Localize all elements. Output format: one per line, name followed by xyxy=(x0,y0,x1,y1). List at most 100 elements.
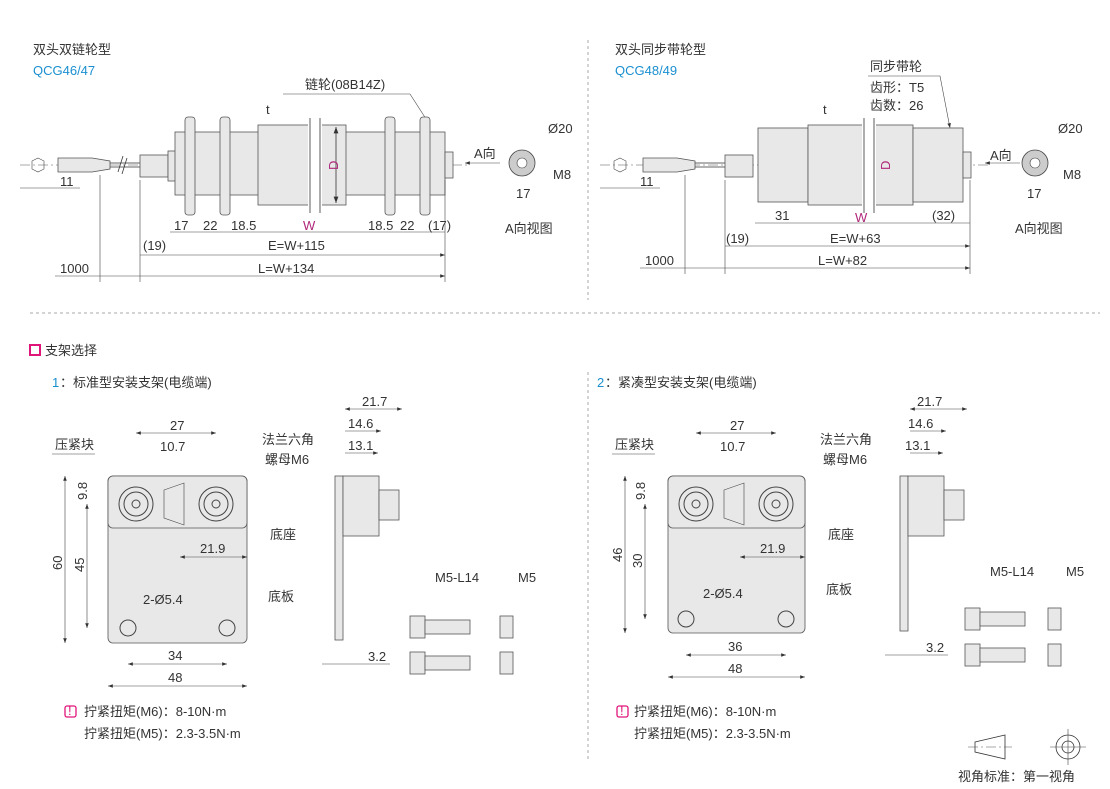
dim-17: 17 xyxy=(174,218,188,233)
dim-hole-spacing: 34 xyxy=(168,648,182,663)
dim-19: (19) xyxy=(143,238,166,253)
a-view-diameter: Ø20 xyxy=(548,121,573,136)
double-sprocket-roller: 双头双链轮型 QCG46/47 链轮(08B14Z) D t 11 17 xyxy=(20,42,573,282)
a-view-caption: A向视图 xyxy=(1015,221,1063,236)
double-pulley-roller: 双头同步带轮型 QCG48/49 同步带轮 齿形：T5 齿数：26 D t 11… xyxy=(600,42,1083,274)
pulley-right xyxy=(912,127,964,203)
dim-18-5: 18.5 xyxy=(231,218,256,233)
dim-hex: 11 xyxy=(640,174,654,189)
a-direction-label: A向 xyxy=(474,146,496,161)
dim-3-2: 3.2 xyxy=(368,649,386,664)
projection-caption: 视角标准：第一视角 xyxy=(958,769,1075,784)
dim-21-7: 21.7 xyxy=(917,394,942,409)
dim-L: L=W+134 xyxy=(258,261,314,276)
torque-m5: 拧紧扭矩(M5)：2.3-3.5N·m xyxy=(634,726,791,741)
label-nut-2: 螺母M6 xyxy=(823,452,867,467)
pulley-left xyxy=(757,127,809,203)
sprocket-label: 链轮(08B14Z) xyxy=(305,77,385,92)
torque-m6: 拧紧扭矩(M6)：8-10N·m xyxy=(84,704,226,719)
dim-27: 27 xyxy=(170,418,184,433)
dim-E: E=W+115 xyxy=(268,238,325,253)
warning-icon xyxy=(616,705,629,718)
label-plate: 底板 xyxy=(268,589,294,604)
label-nut-2: 螺母M6 xyxy=(265,452,309,467)
warning-icon xyxy=(64,705,77,718)
dim-14-6: 14.6 xyxy=(908,416,933,431)
torque-m6: 拧紧扭矩(M6)：8-10N·m xyxy=(634,704,776,719)
a-view-caption: A向视图 xyxy=(505,221,553,236)
dim-13-1: 13.1 xyxy=(905,438,930,453)
dim-E: E=W+63 xyxy=(830,231,881,246)
screw-icons xyxy=(409,615,514,675)
dim-17-right: (17) xyxy=(428,218,451,233)
svg-text:!: ! xyxy=(68,703,72,718)
a-view-thread: M8 xyxy=(1063,167,1081,182)
label-screw: M5-L14 xyxy=(990,564,1034,579)
compact-bracket: 2 ：紧凑型安装支架(电缆端) 压紧块 法兰六角 螺母M6 底座 底板 2-Ø5… xyxy=(597,375,1084,741)
dim-W: W xyxy=(303,218,316,233)
dim-cable-length: 1000 xyxy=(60,261,89,276)
dim-14-6: 14.6 xyxy=(348,416,373,431)
standard-bracket: 1 ：标准型安装支架(电缆端) 压紧块 法兰六角 螺母M6 底座 底板 2-Ø5… xyxy=(50,375,536,741)
title: 双头双链轮型 xyxy=(33,42,111,57)
pulley-label: 同步带轮 xyxy=(870,59,922,74)
svg-text:!: ! xyxy=(620,703,624,718)
dim-3-2: 3.2 xyxy=(926,640,944,655)
dim-21-9: 21.9 xyxy=(200,541,225,556)
tooth-count: 齿数：26 xyxy=(870,98,923,113)
item-title: ：紧凑型安装支架(电缆端) xyxy=(605,375,757,390)
dim-19: (19) xyxy=(726,231,749,246)
model-number: QCG48/49 xyxy=(615,63,677,78)
label-base: 底座 xyxy=(828,527,854,542)
dim-13-1: 13.1 xyxy=(348,438,373,453)
dim-10-7: 10.7 xyxy=(720,439,745,454)
label-nut-1: 法兰六角 xyxy=(820,432,872,447)
label-nut-1: 法兰六角 xyxy=(262,432,314,447)
label-screw: M5-L14 xyxy=(435,570,479,585)
hex-end-icon xyxy=(31,157,45,173)
label-holes: 2-Ø5.4 xyxy=(703,586,743,601)
dim-W: W xyxy=(855,210,868,225)
item-number: 1 xyxy=(52,375,59,390)
dim-10-7: 10.7 xyxy=(160,439,185,454)
a-view-thread: M8 xyxy=(553,167,571,182)
dim-cable-length: 1000 xyxy=(645,253,674,268)
dim-32: (32) xyxy=(932,208,955,223)
first-angle-projection-icon xyxy=(968,729,1086,765)
dim-18-5-right: 18.5 xyxy=(368,218,393,233)
label-base: 底座 xyxy=(270,527,296,542)
dim-22-right: 22 xyxy=(400,218,414,233)
dim-t: t xyxy=(823,102,827,117)
sprockets xyxy=(184,116,431,216)
dim-height: 46 xyxy=(610,548,625,562)
title: 双头同步带轮型 xyxy=(615,42,706,57)
label-nut: M5 xyxy=(1066,564,1084,579)
dim-L: L=W+82 xyxy=(818,253,867,268)
dim-D: D xyxy=(326,161,341,170)
label-nut: M5 xyxy=(518,570,536,585)
dim-hole-spacing-vertical: 30 xyxy=(630,554,645,568)
dim-width: 48 xyxy=(168,670,182,685)
a-view-width: 17 xyxy=(1027,186,1041,201)
a-view-diameter: Ø20 xyxy=(1058,121,1083,136)
label-clamp: 压紧块 xyxy=(55,437,94,452)
screw-icons xyxy=(964,607,1062,667)
label-plate: 底板 xyxy=(826,582,852,597)
section-marker-icon xyxy=(29,344,41,356)
a-view-width: 17 xyxy=(516,186,530,201)
hex-end-icon xyxy=(613,157,627,173)
dim-hex: 11 xyxy=(60,174,74,189)
item-number: 2 xyxy=(597,375,604,390)
dim-21-9: 21.9 xyxy=(760,541,785,556)
dim-31: 31 xyxy=(775,208,789,223)
dim-hole-spacing: 36 xyxy=(728,639,742,654)
a-direction-label: A向 xyxy=(990,148,1012,163)
label-clamp: 压紧块 xyxy=(615,437,654,452)
dim-9-8: 9.8 xyxy=(75,482,90,500)
item-title: ：标准型安装支架(电缆端) xyxy=(60,375,212,390)
dim-height: 60 xyxy=(50,556,65,570)
dim-hole-spacing-vertical: 45 xyxy=(72,558,87,572)
model-number: QCG46/47 xyxy=(33,63,95,78)
dim-21-7: 21.7 xyxy=(362,394,387,409)
